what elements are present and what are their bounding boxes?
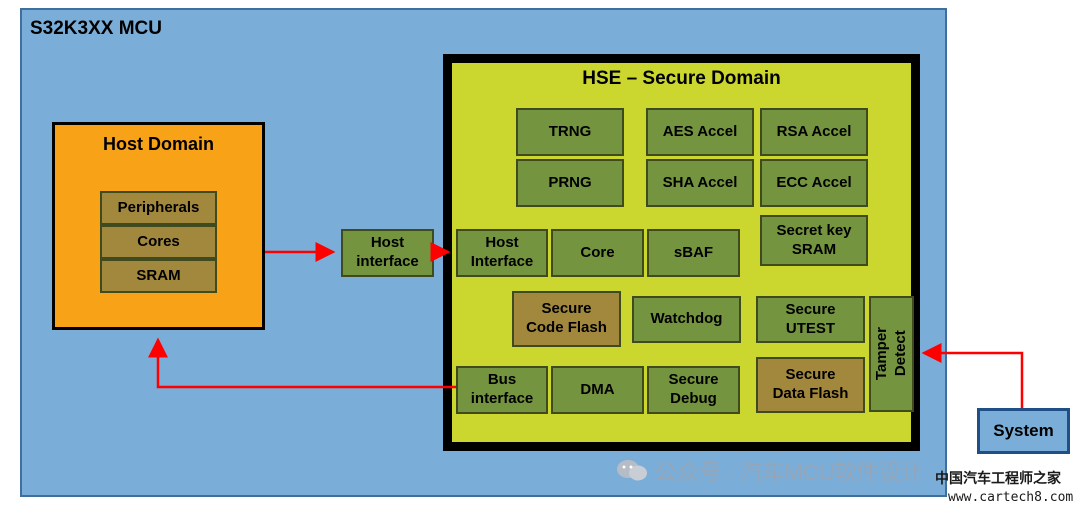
hse-aes-label: AES Accel [662,122,738,140]
watermark-site-cn: 中国汽车工程师之家 [935,470,1061,486]
system-box: System [977,408,1070,454]
hse-dma: DMA [551,366,644,414]
host-cores-label: Cores [137,232,180,250]
hse-secret-line2: SRAM [791,240,837,258]
hse-core-label: Core [580,243,615,261]
host-interface-outer-line2: interface [356,253,419,270]
hse-trng: TRNG [516,108,624,156]
hse-sbaf-label: sBAF [673,243,714,261]
host-interface-outer-line1: Host [370,234,405,252]
hse-prng: PRNG [516,159,624,207]
hse-utest-line1: Secure [785,300,836,318]
host-cores: Cores [100,225,217,259]
hse-ecc-label: ECC Accel [776,173,852,191]
hse-aes-accel: AES Accel [646,108,754,156]
system-label: System [993,421,1054,440]
hse-utest-line2: UTEST [785,319,836,337]
hse-ecc-accel: ECC Accel [760,159,868,207]
hse-core: Core [551,229,644,277]
mcu-title: S32K3XX MCU [30,18,162,39]
watermark-site-url: www.cartech8.com [948,490,1074,505]
hse-rsa-accel: RSA Accel [760,108,868,156]
host-sram-label: SRAM [136,266,181,284]
hse-sdf-line2: Data Flash [772,385,849,402]
hse-prng-label: PRNG [548,173,592,191]
wechat-icon [617,460,647,481]
hse-scf-line2: Code Flash [526,319,607,336]
hse-sha-label: SHA Accel [662,173,738,191]
hse-secret-line1: Secret key [776,221,852,239]
host-peripherals-label: Peripherals [117,198,200,216]
watermark-wechat-text: 公众号 · 汽车MCU软件设计 [655,460,923,485]
host-sram: SRAM [100,259,217,293]
hse-debug-line1: Secure [668,371,719,389]
hse-sha-accel: SHA Accel [646,159,754,207]
hse-host-interface-line1: Host [485,234,519,252]
host-peripherals: Peripherals [100,191,217,225]
arrow-bus-to-host [148,337,456,389]
hse-bus-line2: interface [470,390,534,407]
hse-watchdog-label: Watchdog [650,310,723,328]
hse-debug-line2: Debug [670,390,717,407]
hse-dma-label: DMA [580,380,615,398]
hse-bus-line1: Bus [487,371,517,389]
arrow-system-to-tamper [921,343,1024,408]
hse-rsa-label: RSA Accel [776,122,852,140]
host-domain-title: Host Domain [102,134,214,154]
hse-title: HSE – Secure Domain [582,68,781,89]
hse-watchdog: Watchdog [632,296,741,343]
hse-host-interface-line2: Interface [470,253,534,270]
hse-trng-label: TRNG [548,122,592,140]
hse-sbaf: sBAF [647,229,740,277]
hse-scf-line1: Secure [541,300,592,318]
hse-sdf-line1: Secure [785,366,836,384]
